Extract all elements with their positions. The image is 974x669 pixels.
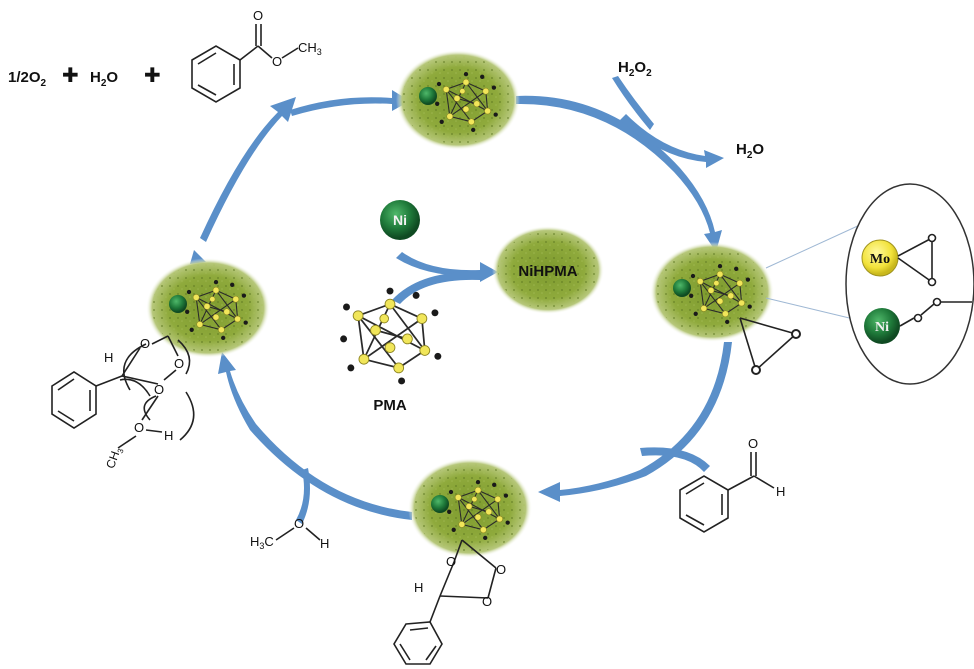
svg-text:CH3: CH3 (298, 40, 322, 57)
svg-text:O: O (272, 54, 282, 69)
pma-cluster: PMA (339, 286, 443, 414)
svg-text:H2O: H2O (90, 69, 118, 89)
ni-label-center: Ni (393, 212, 407, 228)
svg-text:O: O (253, 8, 263, 23)
svg-text:H: H (414, 580, 423, 595)
pma-label: PMA (373, 397, 407, 414)
arrow-h2o2-in (612, 76, 654, 130)
arrow-top-to-right (516, 95, 722, 252)
ni-label-inset: Ni (875, 320, 889, 335)
svg-text:O: O (446, 554, 456, 569)
svg-text:H: H (164, 428, 173, 443)
svg-text:O: O (140, 336, 150, 351)
svg-text:H: H (320, 536, 329, 551)
svg-text:CH3: CH3 (103, 445, 126, 471)
svg-text:1/2O2: 1/2O2 (8, 69, 47, 89)
bottom-intermediate-structure: O O O H (393, 539, 506, 665)
catalyst-particle-left (146, 258, 270, 358)
benzaldehyde-structure: O H (679, 436, 785, 533)
left-intermediate-structure: H O O O O H CH3 (51, 335, 195, 471)
arrow-right-down (538, 342, 732, 502)
oxygen-subscript: 2 (41, 78, 47, 89)
arrow-methanol-out (296, 468, 310, 524)
svg-text:O: O (154, 382, 164, 397)
h2o2-label: H2O2 (618, 59, 652, 79)
svg-text:H: H (776, 484, 785, 499)
svg-text:H: H (104, 350, 113, 365)
mo-label: Mo (870, 252, 890, 267)
arrow-aldehyde-in (640, 447, 710, 472)
active-site-inset: Mo Ni (765, 183, 974, 385)
nihpma-particle: NiHPMA (492, 226, 604, 314)
catalyst-particle-top (396, 50, 520, 150)
water-text: H (90, 69, 101, 86)
svg-text:O: O (134, 420, 144, 435)
arrow-bottom-to-left (218, 352, 412, 520)
reactants-equation: 1/2O2 ✚ H2O ✚ (8, 65, 161, 89)
arrow-top-left-to-top (290, 90, 410, 116)
svg-text:H3C: H3C (250, 534, 274, 551)
catalyst-particle-right (650, 242, 774, 342)
plus-sign-1: ✚ (62, 65, 79, 87)
svg-text:O: O (294, 516, 304, 531)
svg-text:O: O (482, 594, 492, 609)
svg-text:O: O (748, 436, 758, 451)
oxygen-text: 1/2O (8, 69, 41, 86)
arrow-h2o-out (620, 114, 724, 168)
catalyst-particle-bottom (408, 458, 532, 558)
nihpma-label: NiHPMA (518, 263, 577, 280)
peroxo-triangle (739, 317, 801, 375)
h2o-out-label: H2O (736, 141, 764, 161)
arrow-top-left-up (200, 97, 296, 242)
plus-sign-2: ✚ (144, 65, 161, 87)
ni-sphere-center: Ni (380, 200, 420, 240)
methanol-structure: H3C O H (250, 516, 329, 551)
methyl-benzoate-structure: O O CH3 (191, 8, 322, 103)
cycle-arrows (190, 76, 732, 524)
svg-text:O: O (496, 562, 506, 577)
svg-text:O: O (174, 356, 184, 371)
arrow-pma-to-nihpma (392, 271, 480, 304)
